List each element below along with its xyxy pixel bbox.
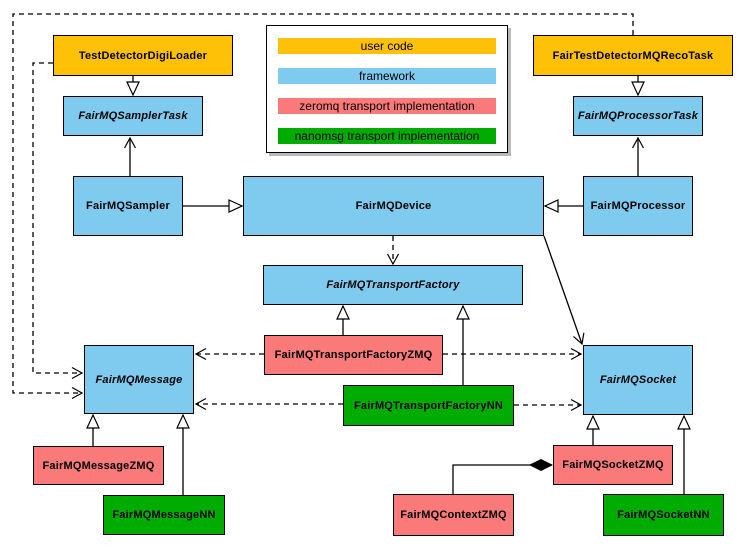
class-box-fairmqsocketzmq: FairMQSocketZMQ xyxy=(553,445,673,485)
class-box-fairmqmessagenn: FairMQMessageNN xyxy=(103,495,225,535)
class-box-fairmqprocessortask: FairMQProcessorTask xyxy=(573,96,703,136)
class-box-fairmqtransportfactoryzmq: FairMQTransportFactoryZMQ xyxy=(264,335,443,375)
edge-device-uses-socket xyxy=(543,235,585,346)
class-box-fairmqcontextzmq: FairMQContextZMQ xyxy=(393,494,514,536)
class-box-testdetectordigiloader: TestDetectorDigiLoader xyxy=(53,35,233,76)
class-box-fairmqsamplertask: FairMQSamplerTask xyxy=(63,96,203,136)
class-box-fairmqsocket: FairMQSocket xyxy=(583,345,693,415)
legend-item-user: user code xyxy=(278,38,496,54)
class-box-fairmqdevice: FairMQDevice xyxy=(243,176,544,236)
class-box-fairtestdetectormqrecotask: FairTestDetectorMQRecoTask xyxy=(533,35,733,76)
legend-item-zeromq: zeromq transport implementation xyxy=(278,98,496,114)
class-box-fairmqmessage: FairMQMessage xyxy=(84,345,194,414)
class-box-fairmqprocessor: FairMQProcessor xyxy=(583,176,693,236)
class-box-fairmqtransportfactorynn: FairMQTransportFactoryNN xyxy=(343,385,514,426)
edge-socketzmq-composes-contextzmq xyxy=(452,465,552,494)
legend-item-framework: framework xyxy=(278,68,496,84)
class-box-fairmqsampler: FairMQSampler xyxy=(73,176,183,236)
legend: user code framework zeromq transport imple… xyxy=(266,25,508,153)
class-box-fairmqtransportfactory: FairMQTransportFactory xyxy=(263,265,523,305)
class-box-fairmqsocketnn: FairMQSocketNN xyxy=(603,494,724,536)
legend-item-nanomsg: nanomsg transport implementation xyxy=(278,128,496,144)
class-box-fairmqmessagezmq: FairMQMessageZMQ xyxy=(33,446,164,485)
